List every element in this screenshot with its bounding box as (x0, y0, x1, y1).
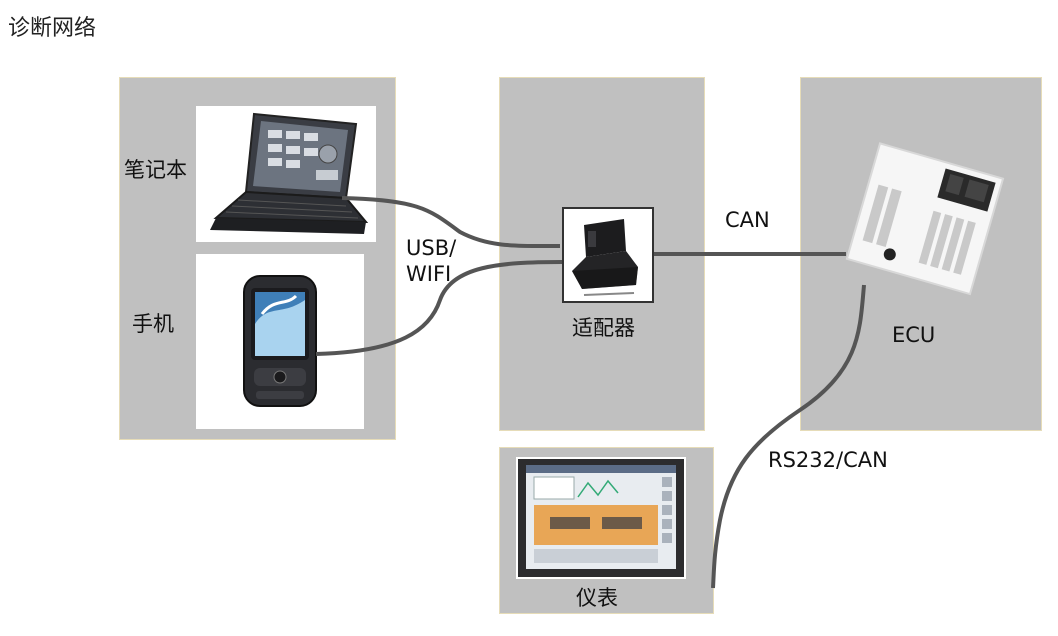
display-panel-icon (518, 459, 684, 577)
adapter-label: 适配器 (572, 316, 635, 340)
phone-photo (196, 254, 364, 429)
phone-to-adapter-wire (315, 260, 563, 356)
page-title: 诊断网络 (8, 16, 97, 41)
usb-wifi-label-line2: WIFI (406, 262, 452, 286)
laptop-label: 笔记本 (124, 158, 187, 182)
phone-label: 手机 (132, 312, 174, 336)
meter-photo (516, 457, 686, 579)
can-label: CAN (725, 208, 770, 232)
ecu-to-meter-wire (711, 284, 866, 589)
meter-label: 仪表 (576, 586, 618, 610)
laptop-to-adapter-wire (341, 196, 561, 249)
ecu-label: ECU (892, 323, 936, 347)
rs232-can-label: RS232/CAN (768, 448, 888, 472)
usb-wifi-label-line1: USB/ (406, 236, 457, 260)
adapter-device-icon (572, 219, 638, 296)
adapter-photo (562, 207, 654, 303)
smartphone-icon (243, 275, 317, 407)
